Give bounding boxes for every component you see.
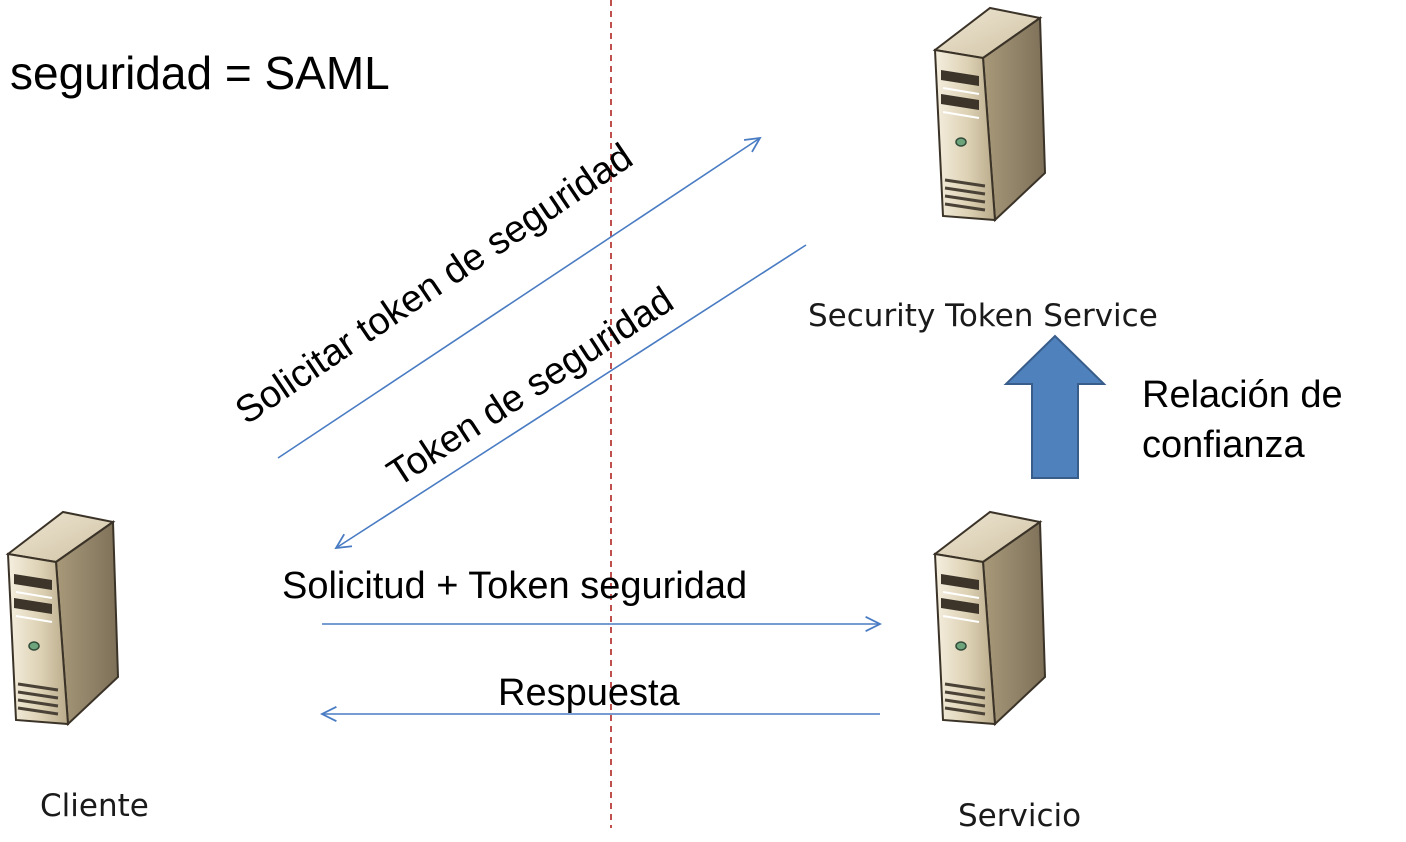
trust-relationship-arrow	[1003, 334, 1107, 479]
client-server-icon	[6, 510, 120, 726]
service-label: Servicio	[958, 798, 1082, 834]
page-title: seguridad = SAML	[10, 47, 390, 99]
sts-server-icon	[933, 6, 1047, 222]
sts-label: Security Token Service	[808, 298, 1158, 334]
trust-label-line1: Relación de	[1142, 374, 1343, 416]
trust-label-line2: confianza	[1142, 424, 1305, 466]
service-server-icon	[933, 510, 1047, 726]
client-label: Cliente	[40, 788, 149, 824]
token-arrow	[336, 244, 807, 548]
request-token-arrow	[277, 138, 760, 459]
response-label: Respuesta	[498, 672, 680, 714]
request-with-token-label: Solicitud + Token seguridad	[282, 565, 748, 607]
